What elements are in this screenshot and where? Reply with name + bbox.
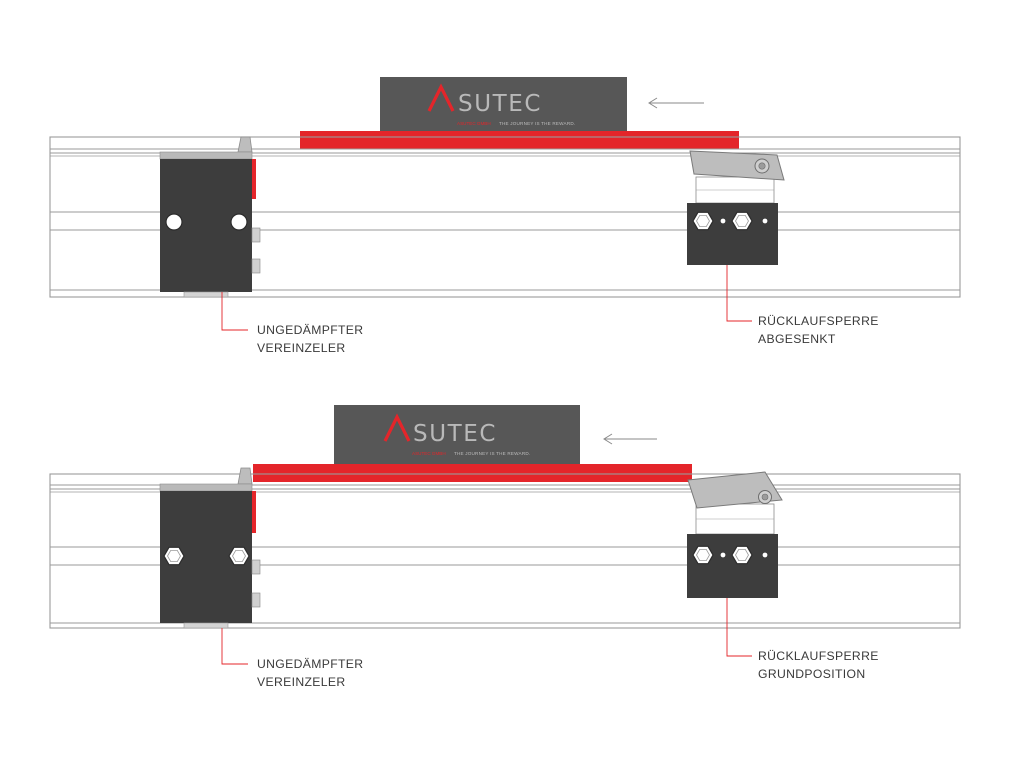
logo-tagline-red: ASUTEC GMBH bbox=[412, 451, 446, 456]
callout-line-undamped-stop bbox=[221, 292, 248, 331]
logo-tagline-red: ASUTEC GMBH bbox=[457, 121, 491, 126]
panel-bottom: SUTEC ASUTEC GMBH THE JOURNEY IS THE REW… bbox=[49, 405, 961, 689]
anti-backlash-stop-lowered bbox=[687, 150, 785, 265]
callout-line-anti-backlash bbox=[726, 598, 752, 657]
panel-top: SUTEC ASUTEC GMBH THE JOURNEY IS THE REW… bbox=[49, 77, 961, 355]
workpiece-carrier-plate bbox=[300, 131, 739, 149]
logo-brand: SUTEC bbox=[413, 421, 497, 447]
callout-label-undamped-line2: VEREINZELER bbox=[257, 675, 346, 689]
carrier-logo-box: SUTEC ASUTEC GMBH THE JOURNEY IS THE REW… bbox=[380, 77, 627, 131]
logo-tagline: THE JOURNEY IS THE REWARD. bbox=[454, 451, 530, 456]
callout-line-undamped-stop bbox=[221, 628, 248, 665]
callout-label-antiback-line1: RÜCKLAUFSPERRE bbox=[758, 649, 879, 663]
arrow-left-icon bbox=[648, 97, 704, 109]
callout-label-undamped-line1: UNGEDÄMPFTER bbox=[257, 323, 363, 337]
callout-label-antiback-line1: RÜCKLAUFSPERRE bbox=[758, 314, 879, 328]
logo-a-icon bbox=[427, 83, 455, 112]
logo-brand: SUTEC bbox=[458, 91, 542, 117]
logo-a-icon bbox=[383, 413, 411, 442]
callout-label-antiback-line2: GRUNDPOSITION bbox=[758, 667, 865, 681]
anti-backlash-stop-home bbox=[687, 471, 783, 598]
callout-label-undamped-line1: UNGEDÄMPFTER bbox=[257, 657, 363, 671]
callout-label-antiback-line2: ABGESENKT bbox=[758, 332, 836, 346]
undamped-stop-unit bbox=[159, 136, 261, 298]
arrow-left-icon bbox=[603, 433, 657, 445]
callout-line-anti-backlash bbox=[726, 265, 752, 322]
callout-label-undamped-line2: VEREINZELER bbox=[257, 341, 346, 355]
workpiece-carrier-plate bbox=[253, 464, 692, 482]
logo-tagline: THE JOURNEY IS THE REWARD. bbox=[499, 121, 575, 126]
carrier-logo-box: SUTEC ASUTEC GMBH THE JOURNEY IS THE REW… bbox=[334, 405, 580, 464]
undamped-stop-unit bbox=[159, 467, 261, 629]
